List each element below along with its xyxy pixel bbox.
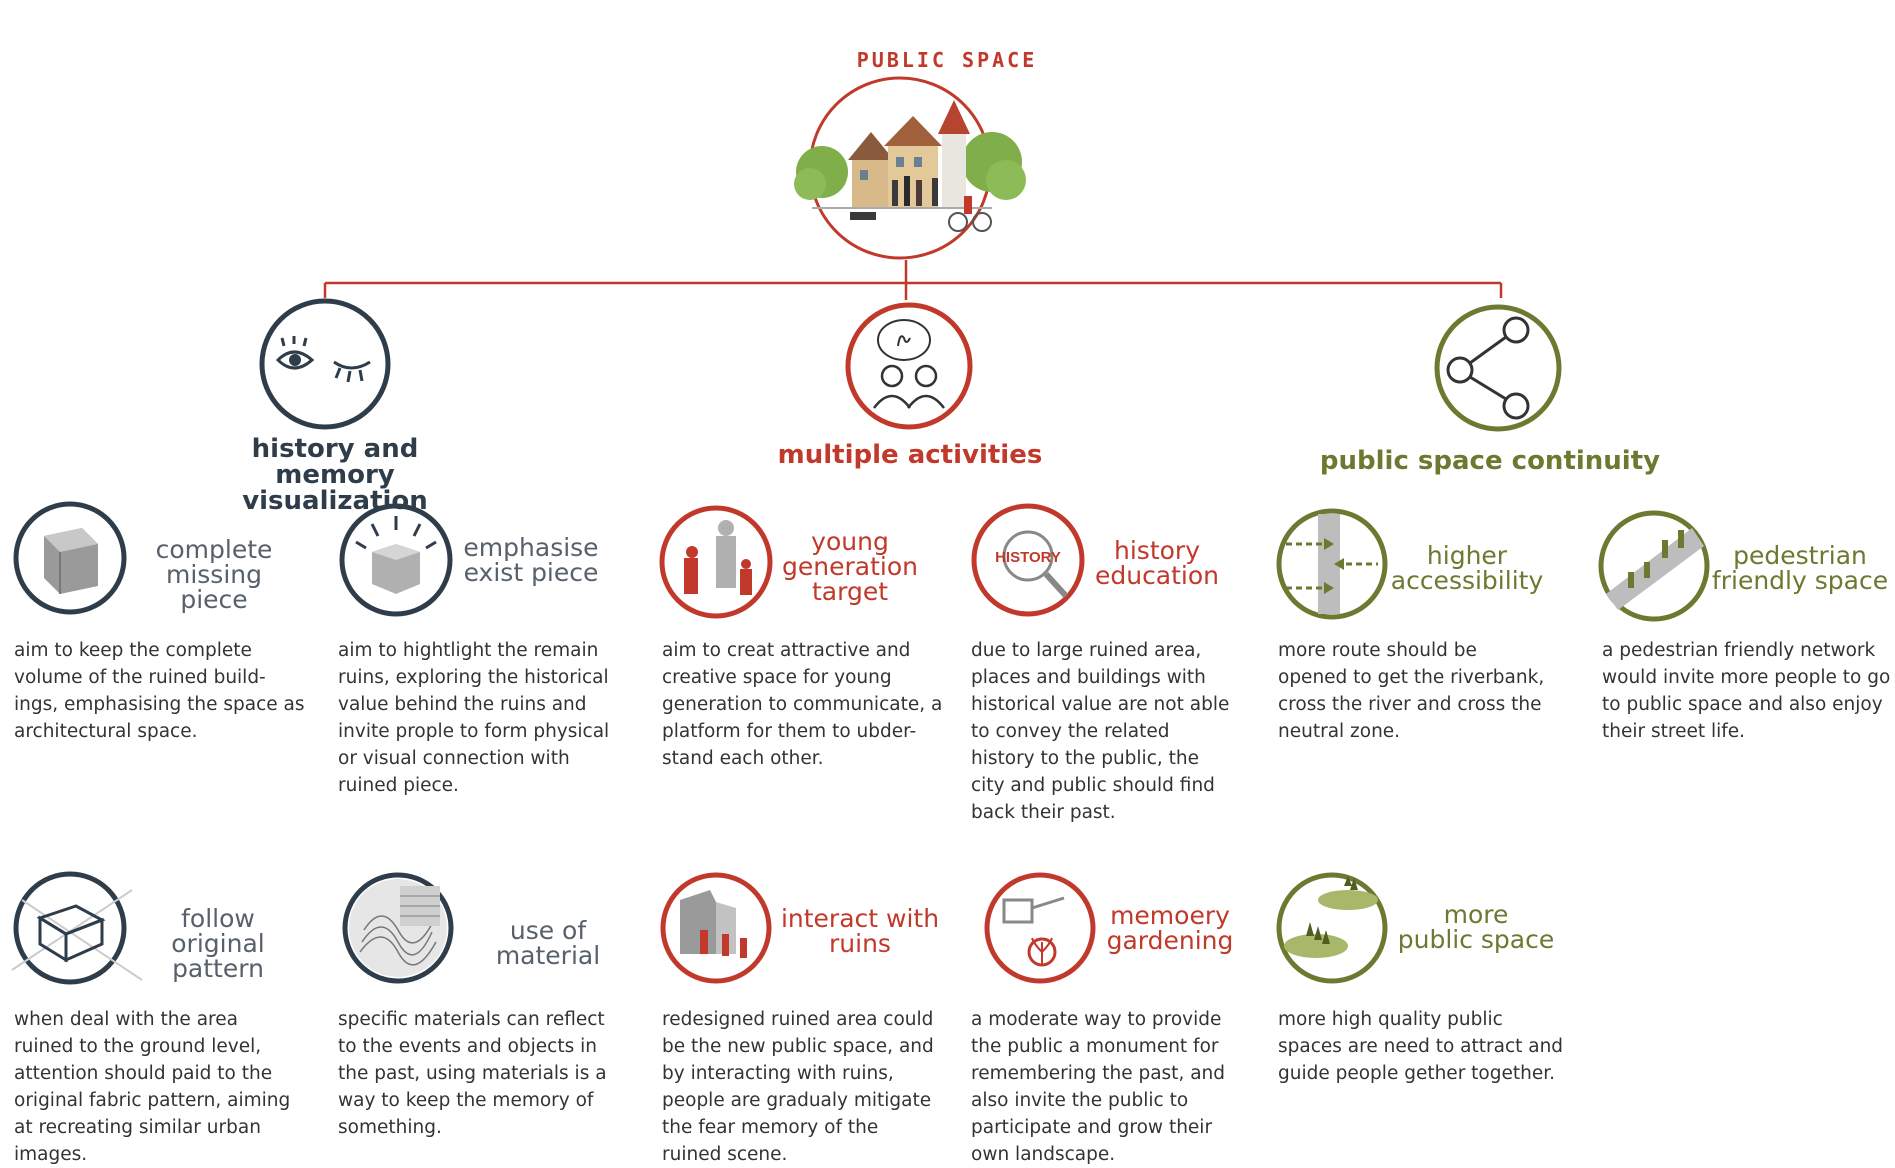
history-badge: HISTORY [995, 549, 1061, 566]
trees-icon [1276, 872, 1388, 984]
category-multiple-activities: multiple activities [777, 440, 1043, 470]
eye-wink-icon [259, 298, 391, 430]
label-use-of-material: use of material [495, 916, 601, 970]
desc-history-education: due to large ruined area, places and bui… [971, 640, 1230, 823]
pattern-box-icon [11, 871, 143, 985]
texture-icon [342, 872, 454, 984]
desc-emphasise-exist-piece: aim to hightlight the remain ruins, expl… [338, 640, 610, 796]
watering-can-icon [984, 872, 1096, 984]
desc-complete-missing-piece: aim to keep the complete volume of the r… [14, 640, 305, 742]
cube-icon [13, 501, 127, 615]
desc-young-generation-target: aim to creat attractive and creative spa… [662, 640, 943, 769]
desc-interact-with-ruins: redesigned ruined area could be the new … [662, 1009, 934, 1165]
desc-higher-accessibility: more route should be opened to get the r… [1278, 640, 1545, 742]
routes-icon [1276, 508, 1388, 620]
label-follow-original-pattern: follow original pattern [171, 904, 265, 983]
ruins-people-icon [660, 872, 772, 984]
label-complete-missing-piece: complete missing piece [155, 535, 273, 614]
magnifier-icon: HISTORY [971, 503, 1085, 617]
label-pedestrian-friendly-space: pedestrian friendly space [1711, 541, 1889, 595]
label-emphasise-exist-piece: emphasise exist piece [463, 533, 599, 587]
desc-follow-original-pattern: when deal with the area ruined to the gr… [14, 1009, 291, 1165]
label-history-education: history education [1094, 536, 1220, 590]
desc-more-public-space: more high quality public spaces are need… [1278, 1009, 1564, 1084]
family-icon [659, 505, 773, 619]
label-higher-accessibility: higher accessibility [1390, 541, 1544, 595]
highlight-cube-icon [339, 503, 453, 617]
public-space-title: PUBLIC SPACE [856, 48, 1038, 72]
desc-pedestrian-friendly-space: a pedestrian friendly network would invi… [1602, 640, 1891, 742]
pedestrian-icon [1598, 510, 1710, 622]
town-scene-icon [794, 76, 1026, 260]
share-network-icon [1434, 304, 1562, 432]
desc-use-of-material: specific materials can reflect to the ev… [338, 1009, 607, 1138]
label-more-public-space: more public space [1397, 900, 1555, 954]
people-chat-icon [845, 302, 973, 430]
desc-memoery-gardening: a moderate way to provide the public a m… [971, 1009, 1226, 1165]
category-continuity: public space continuity [1319, 446, 1661, 476]
label-memoery-gardening: memoery gardening [1106, 901, 1234, 955]
label-young-generation-target: young generation target [782, 527, 918, 606]
label-interact-with-ruins: interact with ruins [780, 904, 940, 958]
category-history-memory: history and memory visualization [242, 434, 428, 516]
